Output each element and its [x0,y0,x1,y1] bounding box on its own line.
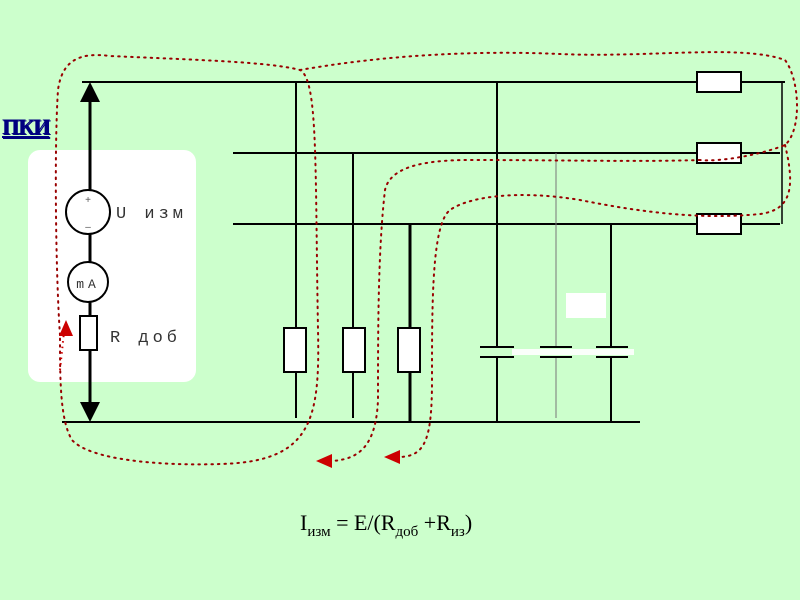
arrow-up-icon [80,82,100,102]
current-path-rise [59,331,65,371]
formula-close: ) [464,510,473,535]
voltmeter-icon [65,189,111,235]
formula-plus: +R [418,510,451,535]
resistor-label: R доб [110,329,181,348]
formula-i: I [300,510,308,535]
phase-resistor-lower [696,213,742,235]
phase-resistor-middle [696,142,742,164]
branch-resistor-2 [342,327,366,373]
branch-resistor-3 [397,327,421,373]
capacitor-plates [480,346,628,358]
arrow-left-red-icon-2 [384,450,400,464]
branch-resistor-1 [283,327,307,373]
voltmeter-label: U изм [116,205,187,224]
voltmeter-minus: – [85,222,91,233]
arrow-left-red-icon [316,454,332,468]
arrow-up-red-icon [59,320,73,336]
additional-resistor [79,315,98,351]
pki-title: ПКИ [2,114,50,139]
formula-eq: = E/(R [330,510,396,535]
formula-i-sub: изм [307,524,331,540]
arrow-down-icon [80,402,100,422]
current-path [54,51,798,466]
capacitor-highlight [512,349,634,355]
ammeter-label: mA [76,277,100,292]
formula-r2-sub: из [450,524,465,540]
formula-r1-sub: доб [395,524,419,540]
phase-resistor-top [696,71,742,93]
ammeter-icon [67,261,109,303]
formula: Iизм = E/(Rдоб +Rиз) [300,510,472,541]
voltmeter-plus: + [85,195,91,206]
blank-box [566,293,606,318]
